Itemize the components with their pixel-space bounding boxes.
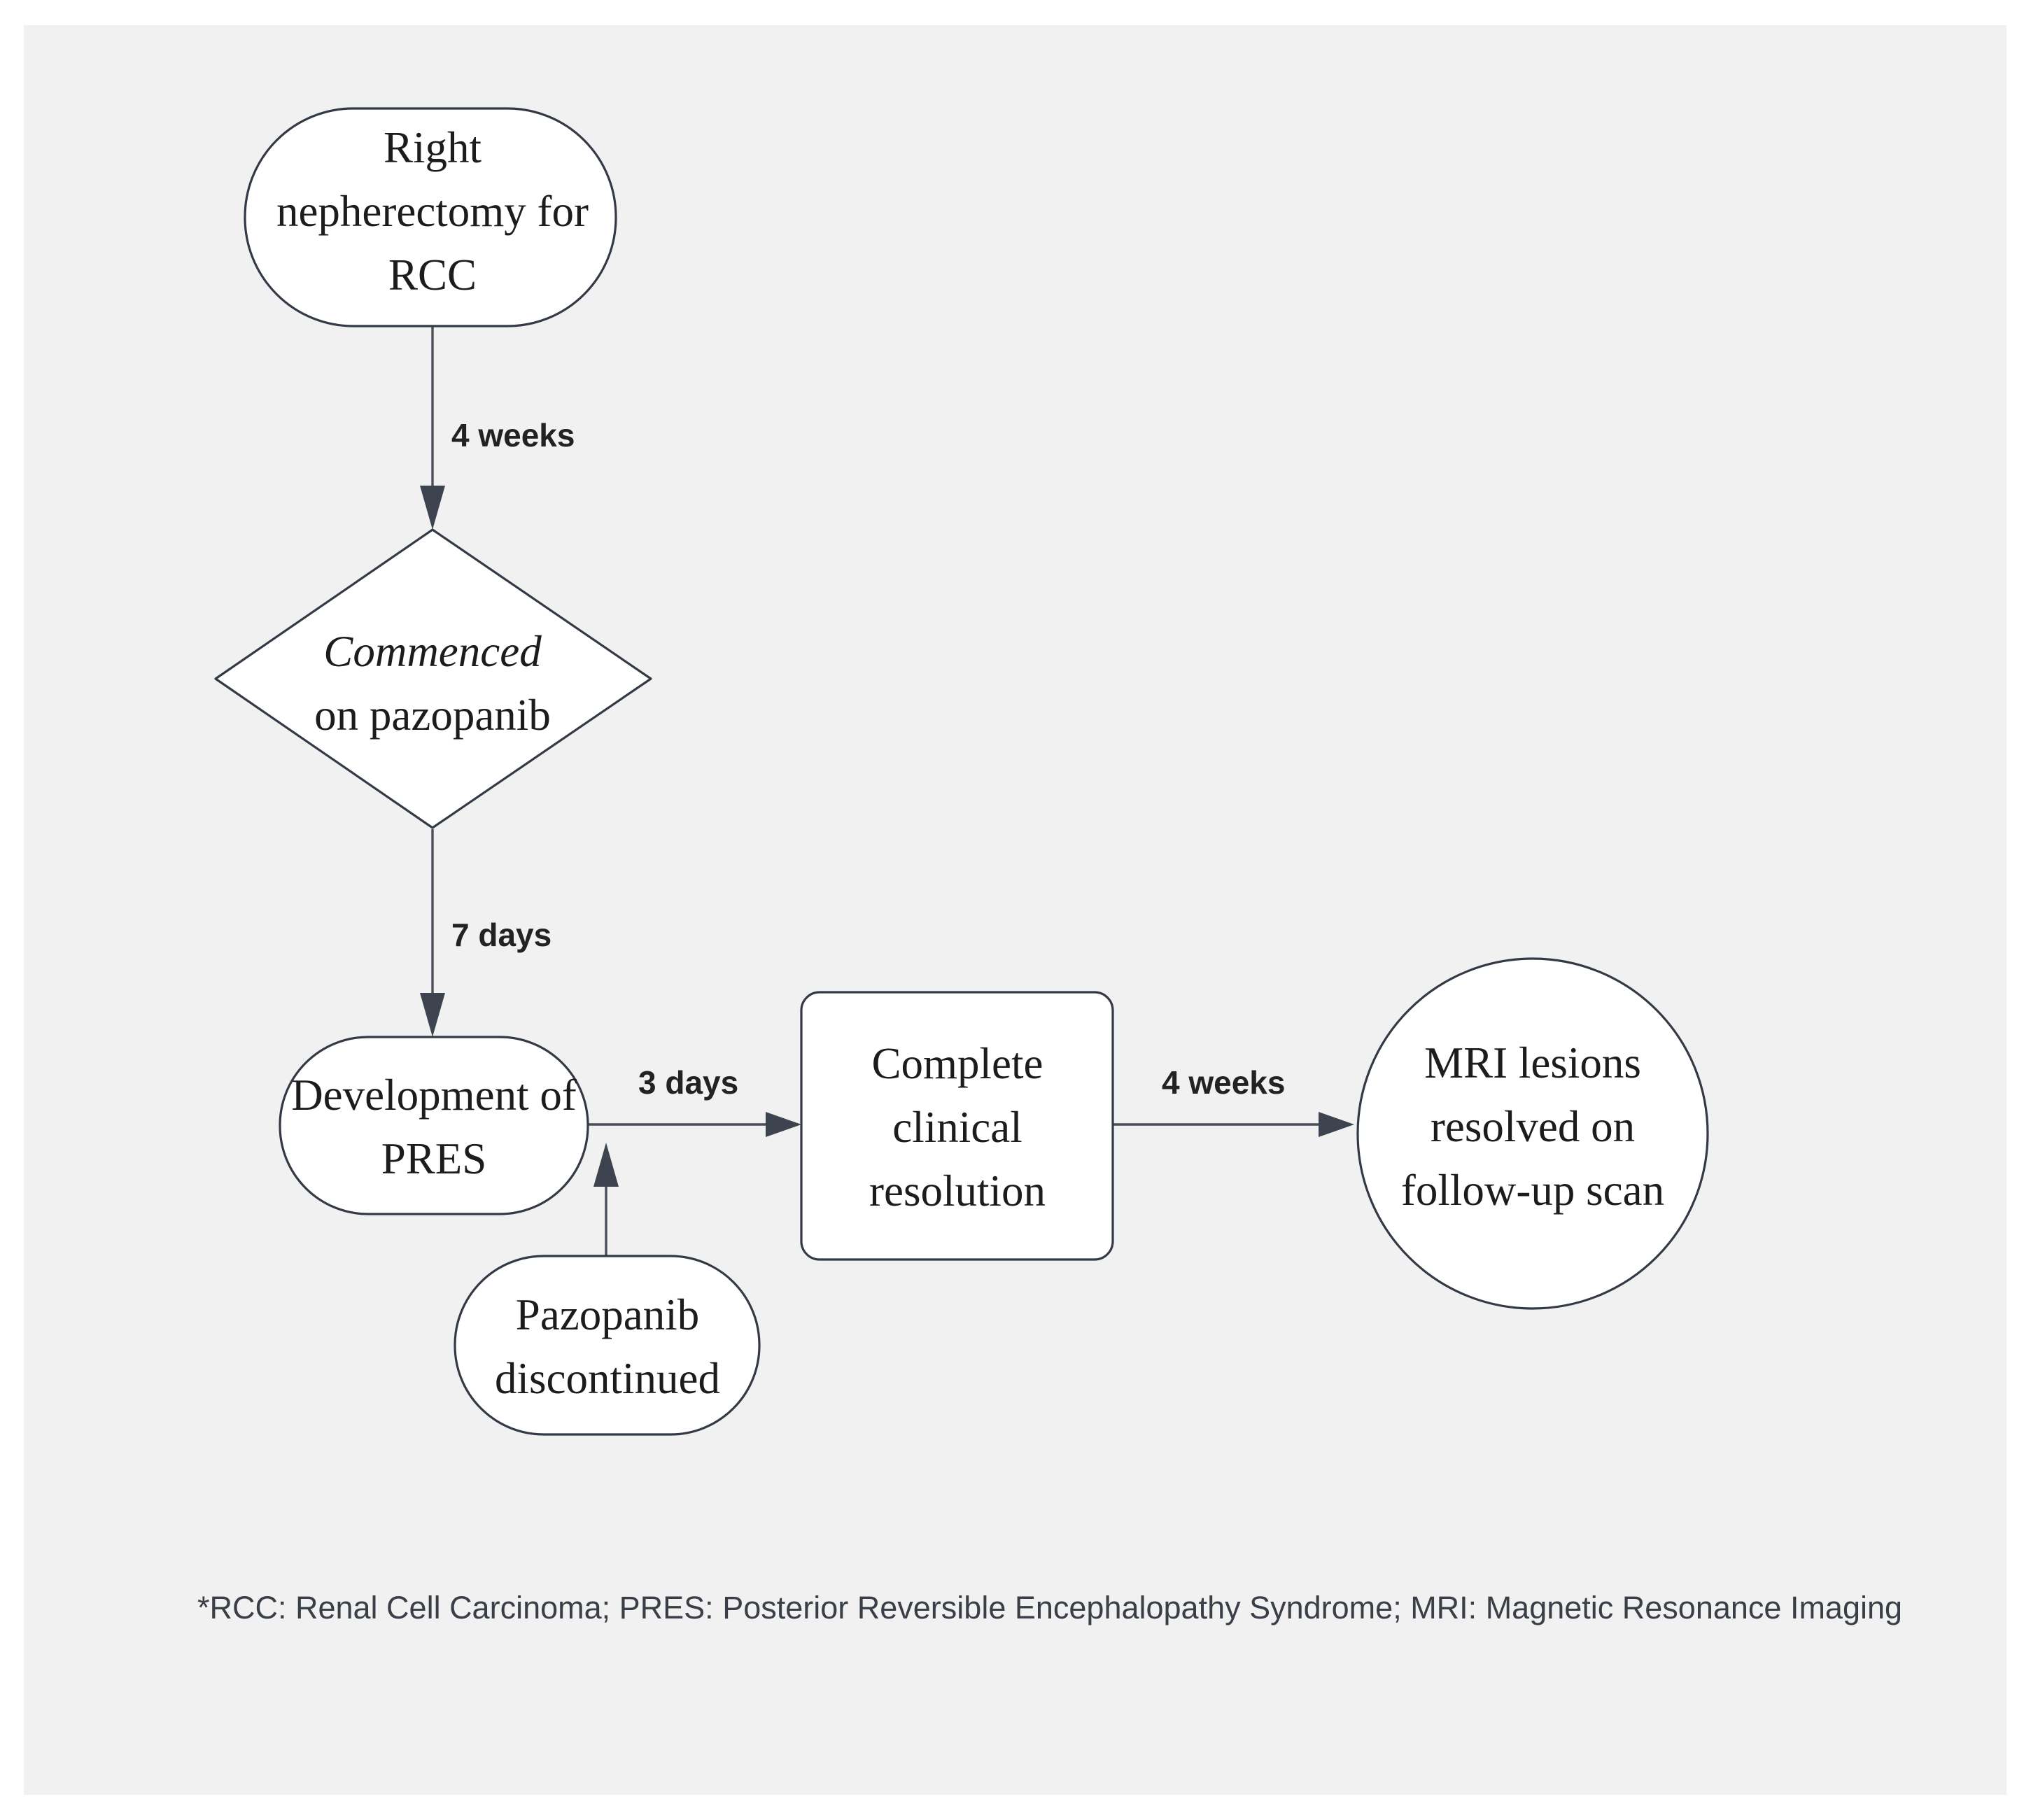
node-label-line-2: discontinued xyxy=(495,1354,720,1403)
node-commenced-on-pazopanib[interactable]: Commenced on pazopanib xyxy=(214,528,652,829)
arrow-head-up-icon xyxy=(593,1143,619,1187)
edge-label-3-days: 3 days xyxy=(638,1064,738,1101)
node-shape-diamond xyxy=(214,528,652,829)
arrow-head-down-icon xyxy=(420,993,445,1037)
node-label-line-2: resolved on xyxy=(1431,1102,1635,1151)
node-right-nepherectomy-for-rcc[interactable]: Right nepherectomy for RCC xyxy=(244,107,617,327)
edge-nephrectomy-to-pazopanib-start: 4 weeks xyxy=(420,326,575,530)
node-shape-stadium xyxy=(244,107,617,327)
arrow-head-right-icon xyxy=(1319,1112,1354,1137)
node-label-line-2: PRES xyxy=(381,1134,487,1183)
node-label-line-1: MRI lesions xyxy=(1424,1038,1641,1087)
arrow-head-right-icon xyxy=(766,1112,801,1137)
node-shape-rounded-rect xyxy=(800,991,1114,1261)
arrow-head-down-icon xyxy=(420,486,445,530)
footnote-abbreviations: *RCC: Renal Cell Carcinoma; PRES: Poster… xyxy=(197,1590,1902,1625)
edge-resolution-to-mri: 4 weeks xyxy=(1113,1064,1354,1137)
node-label-line-3: resolution xyxy=(869,1166,1046,1215)
node-label-line-1: Right xyxy=(384,123,482,172)
edge-pazopanib-stop-to-pres xyxy=(593,1143,619,1256)
node-shape-stadium xyxy=(279,1036,589,1215)
edge-label-4-weeks-2: 4 weeks xyxy=(1162,1064,1285,1101)
edge-pazopanib-start-to-pres: 7 days xyxy=(420,829,551,1037)
node-label-line-2: nepherectomy for xyxy=(276,187,589,236)
edge-label-4-weeks-1: 4 weeks xyxy=(451,417,575,453)
edge-pres-to-resolution: 3 days xyxy=(588,1064,801,1137)
node-development-of-pres[interactable]: Development of PRES xyxy=(279,1036,589,1215)
node-label-line-3: follow-up scan xyxy=(1401,1166,1664,1215)
node-shape-stadium xyxy=(454,1255,761,1436)
node-label-line-3: RCC xyxy=(388,251,477,299)
edge-label-7-days: 7 days xyxy=(451,917,551,953)
node-mri-lesions-resolved[interactable]: MRI lesions resolved on follow-up scan xyxy=(1356,957,1709,1310)
node-label-line-2: clinical xyxy=(892,1103,1022,1152)
node-label-line-1: Pazopanib xyxy=(516,1290,699,1339)
node-label-line-1: Complete xyxy=(872,1039,1043,1088)
node-label-line-1: Commenced xyxy=(323,627,542,676)
node-pazopanib-discontinued[interactable]: Pazopanib discontinued xyxy=(454,1255,761,1436)
node-shape-circle xyxy=(1356,957,1709,1310)
node-complete-clinical-resolution[interactable]: Complete clinical resolution xyxy=(800,991,1114,1261)
node-label-line-2: on pazopanib xyxy=(314,691,551,740)
node-label-line-1: Development of xyxy=(291,1071,577,1120)
